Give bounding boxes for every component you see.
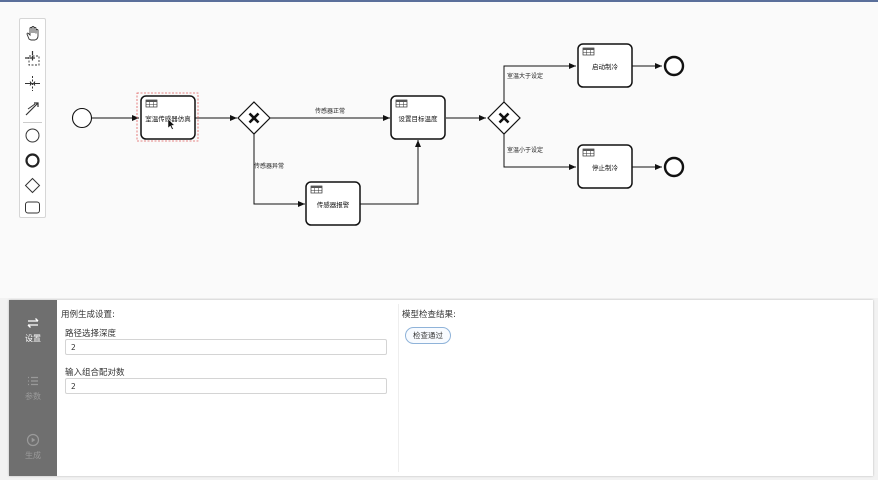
tab-label: 设置 [25,334,41,343]
edge-label-sensor-error: 传感器异常 [254,162,284,170]
pairs-input[interactable]: 2 [65,378,387,394]
swap-icon [26,315,40,329]
tab-parameters[interactable]: 参数 [9,358,57,416]
lasso-tool-icon[interactable] [22,48,43,69]
edge-label-sensor-ok: 传感器正常 [315,107,345,115]
end-event-start-cooling[interactable] [663,55,685,77]
mouse-cursor-icon [167,118,176,130]
end-event-icon[interactable] [22,150,43,171]
pairs-label: 输入组合配对数 [65,368,125,378]
check-result-badge: 检查通过 [405,327,451,344]
flow-sensor-error[interactable] [253,134,305,207]
end-event-stop-cooling[interactable] [663,156,685,178]
gateway-x-icon [248,112,260,124]
task-icon[interactable] [22,197,43,218]
bpmn-diagram: 传感器正常 传感器异常 室温大于设定 室温小于设定 室温传感器仿真 设置目标温度 [71,43,685,226]
edge-label-temp-below: 室温小于设定 [507,146,543,154]
task-start-cooling[interactable]: 启动制冷 [577,43,633,88]
edge-label-temp-above: 室温大于设定 [507,72,543,80]
gateway-x-icon [498,112,510,124]
task-label: 停止制冷 [592,163,619,172]
tab-label: 生成 [25,451,41,460]
top-accent-bar [0,0,878,2]
hand-tool-icon[interactable] [22,23,43,44]
task-label: 设置目标温度 [399,114,439,123]
tab-settings[interactable]: 设置 [9,300,57,358]
palette-separator [23,122,42,123]
panel-divider [398,304,399,472]
panel-sidebar: 设置 参数 生成 [9,300,57,476]
start-event[interactable] [71,107,93,129]
depth-label: 路径选择深度 [65,329,117,339]
tab-label: 参数 [25,392,41,401]
depth-input[interactable]: 2 [65,339,387,355]
tool-palette [19,18,46,218]
flow-temp-above[interactable] [503,63,576,102]
task-label: 启动制冷 [592,62,619,71]
task-sensor-alarm[interactable]: 传感器报警 [305,181,361,226]
diagram-canvas[interactable]: 传感器正常 传感器异常 室温大于设定 室温小于设定 室温传感器仿真 设置目标温度 [0,2,878,298]
list-icon [26,373,40,387]
flow-temp-below[interactable] [503,134,576,170]
task-stop-cooling[interactable]: 停止制冷 [577,144,633,189]
connect-tool-icon[interactable] [22,98,43,119]
settings-title: 用例生成设置: [61,310,115,320]
check-title: 模型检查结果: [402,310,456,320]
flow-alarm-to-set[interactable] [360,140,421,205]
exclusive-gateway-sensor[interactable] [237,101,271,135]
task-label: 室温传感器仿真 [145,114,191,123]
task-sensor-simulation[interactable]: 室温传感器仿真 [136,92,199,142]
gateway-icon[interactable] [22,175,43,196]
bottom-panel: 设置 参数 生成 用例生成设置: 路径选择深度 2 输入组合配对数 2 模型检查… [9,300,873,476]
task-set-target-temperature[interactable]: 设置目标温度 [390,95,446,140]
play-icon [26,432,40,447]
start-event-icon[interactable] [22,125,43,146]
task-label: 传感器报警 [317,200,350,209]
exclusive-gateway-temperature[interactable] [487,101,521,135]
selection-outline [136,92,199,142]
space-tool-icon[interactable] [22,73,43,94]
tab-generate[interactable]: 生成 [9,417,57,475]
